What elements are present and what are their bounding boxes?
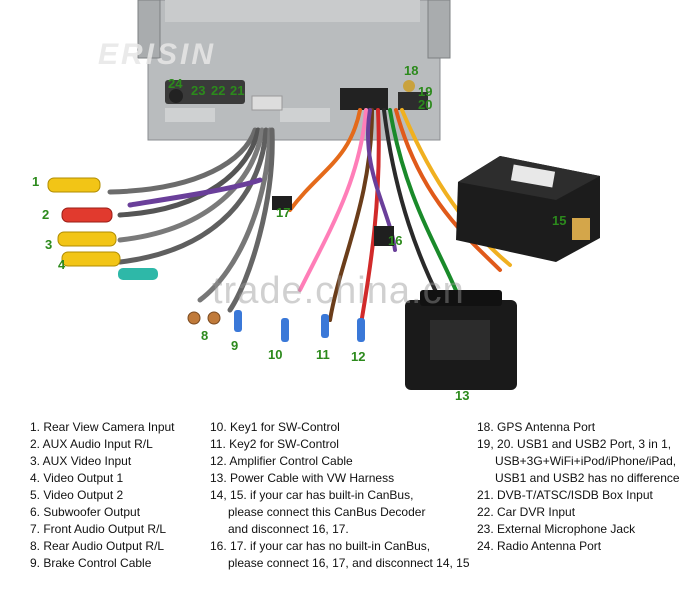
legend-item: 4. Video Output 1: [30, 471, 124, 485]
callout-8: 8: [201, 328, 209, 343]
legend-item: 21. DVB-T/ATSC/ISDB Box Input: [477, 488, 653, 502]
legend-item: 9. Brake Control Cable: [30, 556, 152, 570]
legend-item: 6. Subwoofer Output: [30, 505, 141, 519]
callout-4: 4: [58, 257, 66, 272]
legend-item: 12. Amplifier Control Cable: [210, 454, 353, 468]
callout-17: 17: [276, 205, 291, 220]
legend-item: 24. Radio Antenna Port: [477, 539, 602, 553]
legend-item: 5. Video Output 2: [30, 488, 124, 502]
legend-item: 13. Power Cable with VW Harness: [210, 471, 395, 485]
callout-9: 9: [231, 338, 239, 353]
legend-column-2: 10. Key1 for SW-Control 11. Key2 for SW-…: [210, 419, 470, 572]
watermark: trade.china.cn: [212, 270, 465, 312]
callout-13: 13: [455, 388, 470, 403]
callout-20: 20: [418, 97, 433, 112]
legend-item: 3. AUX Video Input: [30, 454, 132, 468]
legend-item: please connect 16, 17, and disconnect 14…: [228, 556, 470, 570]
callout-10: 10: [268, 347, 283, 362]
vw-power-harness-connector: [405, 290, 517, 390]
callout-11: 11: [316, 347, 330, 362]
legend-item: 22. Car DVR Input: [477, 505, 576, 519]
legend-item: and disconnect 16, 17.: [228, 522, 349, 536]
legend-item: 16. 17. if your car has no built-in CanB…: [210, 539, 431, 553]
legend-item: USB+3G+WiFi+iPod/iPhone/iPad,: [495, 454, 677, 468]
brand-logo-text: ERISIN: [98, 38, 217, 71]
callout-23: 23: [191, 83, 206, 98]
legend-item: 1. Rear View Camera Input: [30, 420, 175, 434]
legend-item: 18. GPS Antenna Port: [477, 420, 596, 434]
legend-item: 14, 15. if your car has built-in CanBus,: [210, 488, 414, 502]
callout-12: 12: [351, 349, 366, 364]
callout-1: 1: [32, 174, 40, 189]
callout-21: 21: [230, 83, 245, 98]
key-and-amp-wire-tips: [281, 314, 365, 342]
head-unit-chassis: [137, 0, 451, 141]
callout-18: 18: [404, 63, 419, 78]
callout-3: 3: [45, 237, 53, 252]
canbus-decoder-box: [456, 156, 600, 262]
callout-16: 16: [388, 233, 403, 248]
legend-item: USB1 and USB2 has no difference: [495, 471, 680, 485]
legend-item: please connect this CanBus Decoder: [228, 505, 426, 519]
rca-cable-bundle: [107, 127, 275, 313]
legend-column-3: 18. GPS Antenna Port 19, 20. USB1 and US…: [477, 419, 680, 555]
legend-item: 23. External Microphone Jack: [477, 522, 636, 536]
callout-22: 22: [211, 83, 226, 98]
legend-item: 19, 20. USB1 and USB2 Port, 3 in 1,: [477, 437, 672, 451]
legend-item: 11. Key2 for SW-Control: [210, 437, 339, 451]
legend-item: 2. AUX Audio Input R/L: [30, 437, 153, 451]
legend-column-1: 1. Rear View Camera Input 2. AUX Audio I…: [30, 419, 175, 572]
callout-15: 15: [552, 213, 567, 228]
legend-item: 10. Key1 for SW-Control: [210, 420, 340, 434]
legend-item: 7. Front Audio Output R/L: [30, 522, 167, 536]
callout-19: 19: [418, 84, 433, 99]
canbus-connectors: [272, 196, 394, 246]
callout-2: 2: [42, 207, 50, 222]
callout-24: 24: [168, 76, 183, 91]
rca-plugs: [47, 177, 242, 332]
legend-item: 8. Rear Audio Output R/L: [30, 539, 165, 553]
